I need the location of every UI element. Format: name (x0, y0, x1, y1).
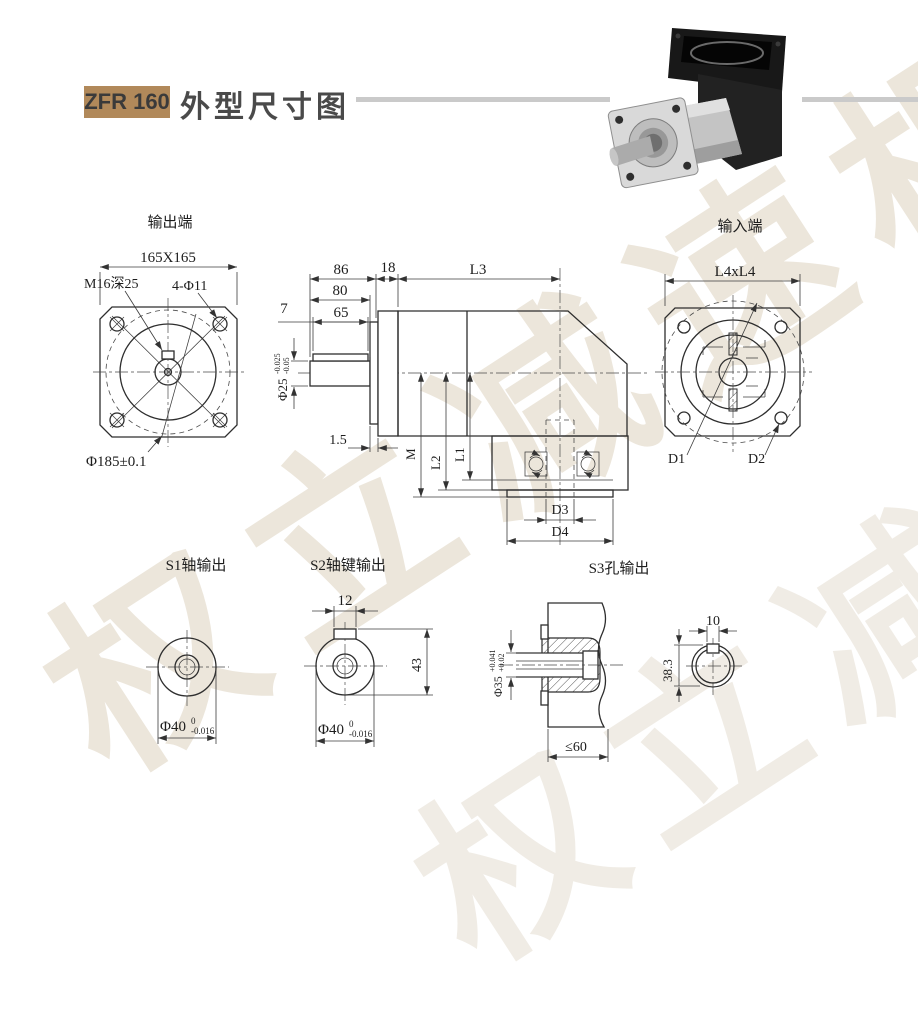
s2-key-width: 12 (338, 593, 353, 609)
s2-keyway (333, 628, 357, 640)
s2-dia: Φ40 (318, 722, 344, 738)
input-flange-outline (664, 307, 801, 437)
dim-18: 18 (381, 260, 396, 276)
dim-shaft-dia: Φ25 -0.025 -0.05 (273, 353, 291, 401)
s2-height: 43 (410, 658, 425, 672)
s1-tol-up: 0 (191, 716, 196, 726)
page-title: 外型尺寸图 (180, 91, 350, 124)
dim-D2: D2 (748, 452, 765, 467)
corner-hole (212, 412, 228, 428)
output-shaft-side (309, 360, 371, 387)
s3-view: S3孔输出 Φ35 +0.041 +0.02 ≤60 (488, 560, 742, 762)
shaft-tol-up: -0.025 (273, 353, 282, 374)
output-end-view: 输出端 165X165 M16深25 4-Φ11 Φ185±0.1 (84, 214, 244, 470)
clamp-slot (728, 388, 738, 412)
corner-hole (212, 316, 228, 332)
shaft-dia-value: Φ25 (275, 378, 290, 401)
input-end-label: 输入端 (717, 218, 762, 235)
flange-ring (690, 41, 764, 65)
dim-80: 80 (333, 283, 348, 299)
s3-bore-dim: Φ35 +0.041 +0.02 (488, 649, 506, 697)
product-photo (607, 28, 802, 189)
dim-86: 86 (334, 262, 350, 278)
dim-D3: D3 (551, 503, 568, 518)
dim-L2: L2 (428, 456, 443, 470)
s1-dia: Φ40 (160, 719, 186, 735)
corner-hole (677, 411, 691, 425)
dim-1-5: 1.5 (329, 433, 347, 448)
model-badge: ZFR 160 (84, 86, 170, 118)
s2-view: S2轴键输出 12 43 Φ40 0 -0.016 (304, 557, 433, 747)
s3-bore-value: Φ35 (491, 676, 505, 697)
s3-end-keyway (706, 643, 720, 654)
output-end-label: 输出端 (147, 214, 192, 231)
corner-hole (109, 412, 125, 428)
s1-tol-low: -0.016 (191, 726, 215, 736)
s1-label: S1轴输出 (166, 557, 227, 574)
input-end-view: 输入端 L4xL4 D1 D2 (655, 218, 812, 467)
corner-hole (109, 316, 125, 332)
corner-hole (677, 320, 691, 334)
dim-L3: L3 (470, 262, 487, 278)
s3-plate (540, 690, 549, 706)
bottom-boss (506, 489, 614, 498)
dim-165x165: 165X165 (140, 250, 196, 266)
s3-key-height: 38.3 (660, 659, 675, 682)
shaft-key-side (312, 353, 369, 362)
corner-hole (774, 320, 788, 334)
clamp-slot (728, 332, 738, 356)
bearing-symbol (524, 449, 548, 479)
dim-D4: D4 (551, 525, 568, 540)
dim-7: 7 (280, 301, 288, 317)
s2-tol-low: -0.016 (349, 729, 373, 739)
shaft-tol-low: -0.05 (282, 357, 291, 374)
s3-tol-up: +0.041 (488, 649, 497, 672)
s2-tol-up: 0 (349, 719, 354, 729)
dim-D1: D1 (668, 452, 685, 467)
s3-length: ≤60 (565, 740, 587, 755)
dim-L1: L1 (452, 448, 467, 462)
bearing-symbol (576, 449, 600, 479)
bolt-circle-label: Φ185±0.1 (86, 454, 146, 470)
output-shaft (612, 136, 654, 166)
front-flange-plate (377, 310, 399, 437)
side-view: 86 18 L3 80 65 7 Φ25 -0.025 -0.05 1.5 (273, 260, 650, 548)
bolt-dot (775, 41, 781, 47)
dimension-drawing: 输出端 165X165 M16深25 4-Φ11 Φ185±0.1 (84, 214, 812, 762)
s3-plate (540, 624, 549, 640)
output-flange-outline (99, 306, 238, 438)
gear-body-outline (397, 310, 628, 437)
shaft-tip (609, 148, 619, 166)
output-flange (607, 97, 699, 189)
dim-L4xL4: L4xL4 (715, 264, 756, 280)
s3-wall-section (547, 602, 607, 728)
dim-M: M (403, 448, 418, 460)
corner-hole (774, 411, 788, 425)
pilot-boss (369, 321, 379, 425)
s3-key-width: 10 (706, 614, 720, 629)
s2-label: S2轴键输出 (310, 557, 386, 574)
s3-tol-low: +0.02 (497, 653, 506, 672)
center-key (161, 350, 175, 360)
holes-label: 4-Φ11 (172, 279, 207, 294)
s1-view: S1轴输出 Φ40 0 -0.016 (146, 557, 229, 744)
s3-label: S3孔输出 (589, 560, 650, 577)
bolt-dot (675, 33, 681, 39)
dim-65: 65 (334, 305, 349, 321)
tap-label: M16深25 (84, 276, 138, 292)
